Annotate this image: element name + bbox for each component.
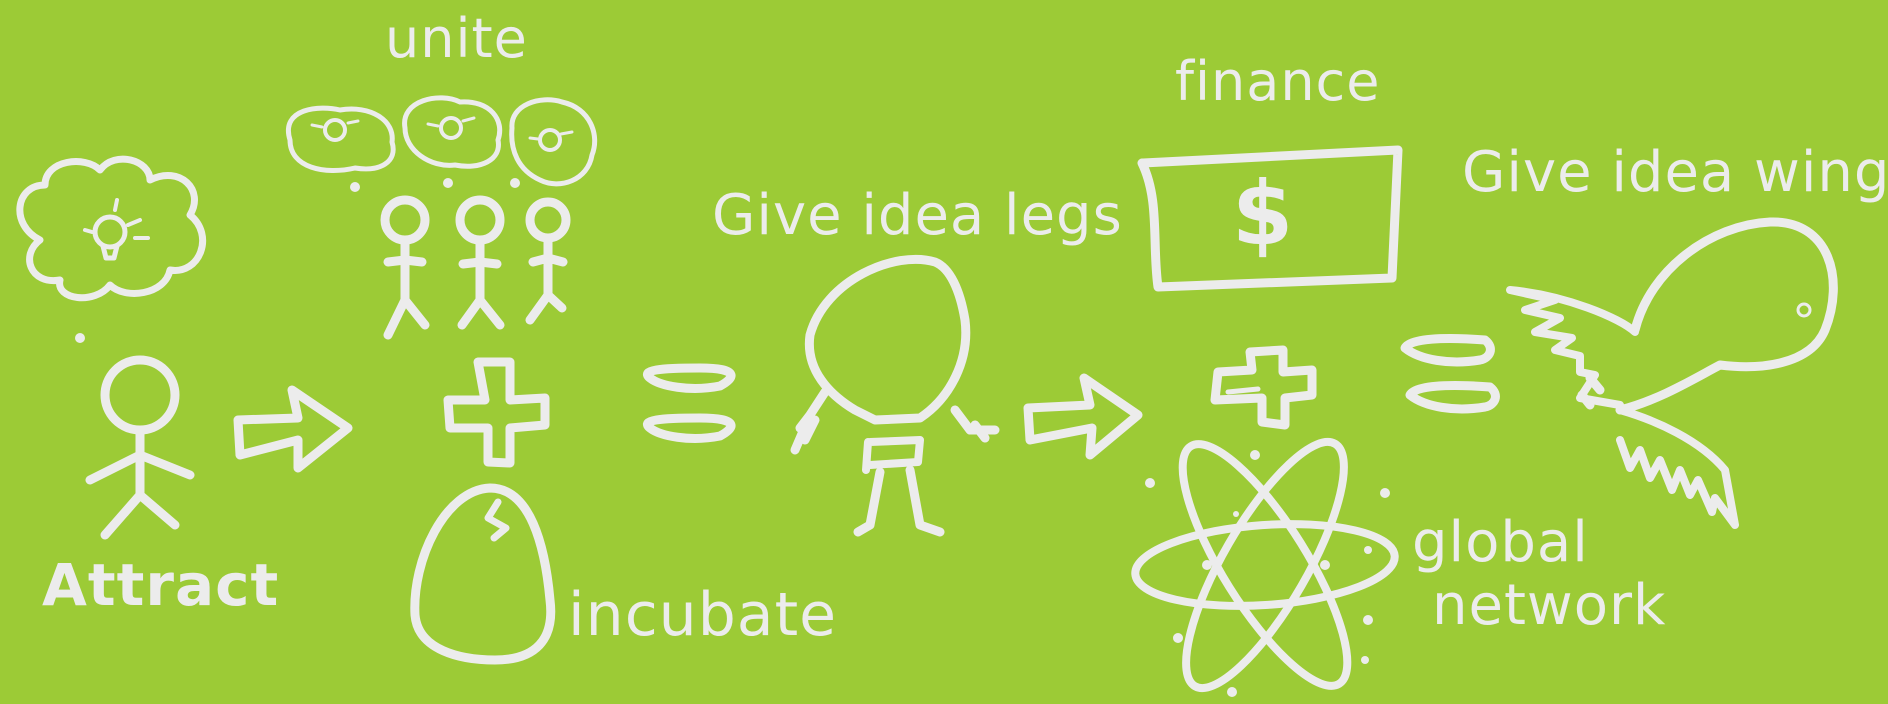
plus-icon: [448, 362, 545, 463]
atom-icon: [1133, 423, 1398, 704]
stick-person-icon: [90, 360, 190, 535]
winged-bulb-icon: [1510, 222, 1833, 525]
incubate-label: incubate: [568, 585, 837, 645]
give-idea-legs-label: Give idea legs: [712, 188, 1123, 244]
network-label: network: [1432, 578, 1666, 634]
people-with-ideas-icon: [288, 98, 594, 335]
attract-label: Attract: [42, 556, 279, 614]
egg-icon: [415, 488, 551, 660]
finance-label: finance: [1175, 55, 1380, 109]
arrow-icon: [238, 390, 348, 468]
global-label: global: [1412, 515, 1589, 571]
equals-icon: [1405, 339, 1495, 409]
walking-bulb-icon: [795, 259, 995, 532]
currency-symbol: $: [1232, 170, 1294, 258]
unite-label: unite: [385, 12, 528, 66]
plus-icon: [1215, 350, 1312, 425]
idea-cloud-icon: [20, 159, 203, 343]
arrow-icon: [1028, 378, 1138, 455]
give-idea-wings-label: Give idea wings: [1462, 145, 1888, 201]
equals-icon: [647, 368, 731, 438]
